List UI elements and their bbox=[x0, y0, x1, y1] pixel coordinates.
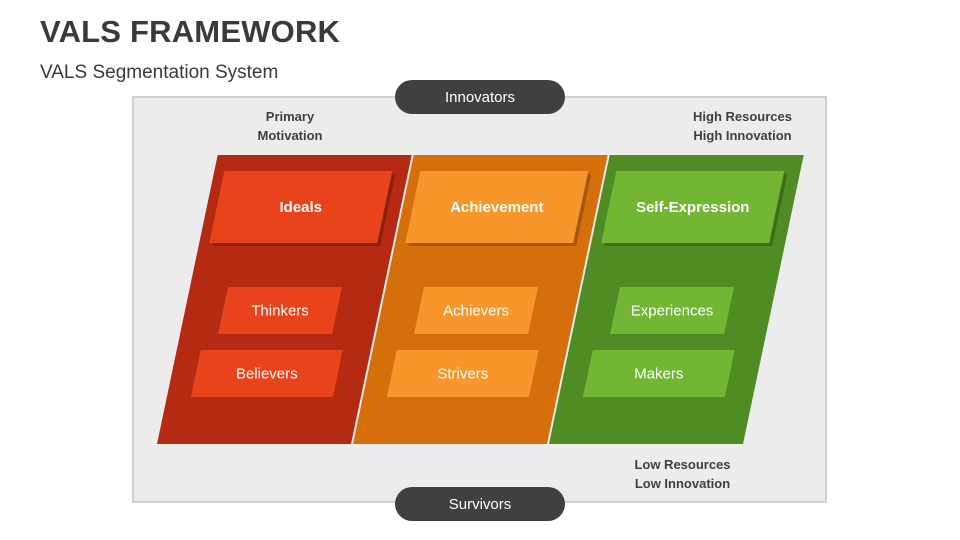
page-title: VALS FRAMEWORK bbox=[40, 14, 341, 49]
motivation-box bbox=[601, 171, 785, 243]
segment-label: Strivers bbox=[437, 366, 488, 383]
columns-layer: IdealsThinkersBelieversAchievementAchiev… bbox=[157, 155, 804, 444]
segment-box bbox=[610, 287, 734, 334]
segment-label: Experiences bbox=[631, 303, 714, 320]
segment-label: Makers bbox=[634, 366, 683, 383]
motivation-label: Ideals bbox=[280, 199, 323, 216]
survivors-pill: Survivors bbox=[395, 487, 565, 521]
segment-box bbox=[386, 350, 539, 397]
segment-box bbox=[190, 350, 343, 397]
high-resources-note: High Resources High Innovation bbox=[670, 107, 815, 145]
primary-motivation-note-line-2: Motivation bbox=[257, 128, 323, 143]
low-resources-note-line-2: Low Innovation bbox=[634, 476, 731, 491]
motivation-box bbox=[209, 171, 393, 243]
innovators-pill: Innovators bbox=[395, 80, 565, 114]
segment-box bbox=[582, 350, 735, 397]
low-resources-note: Low Resources Low Innovation bbox=[610, 455, 755, 493]
primary-motivation-note: Primary Motivation bbox=[230, 107, 350, 145]
primary-motivation-note-line-1: Primary bbox=[265, 109, 315, 124]
low-resources-note-line-1: Low Resources bbox=[634, 457, 731, 472]
segment-box bbox=[414, 287, 538, 334]
segment-label: Believers bbox=[236, 366, 298, 383]
page-subtitle: VALS Segmentation System bbox=[40, 62, 279, 83]
high-resources-note-line-2: High Innovation bbox=[693, 128, 792, 143]
motivation-box bbox=[405, 171, 589, 243]
segment-label: Thinkers bbox=[251, 303, 309, 320]
motivation-label: Self-Expression bbox=[636, 199, 749, 216]
motivation-label: Achievement bbox=[450, 199, 543, 216]
high-resources-note-line-1: High Resources bbox=[693, 109, 792, 124]
segment-box bbox=[218, 287, 342, 334]
segment-label: Achievers bbox=[443, 303, 509, 320]
